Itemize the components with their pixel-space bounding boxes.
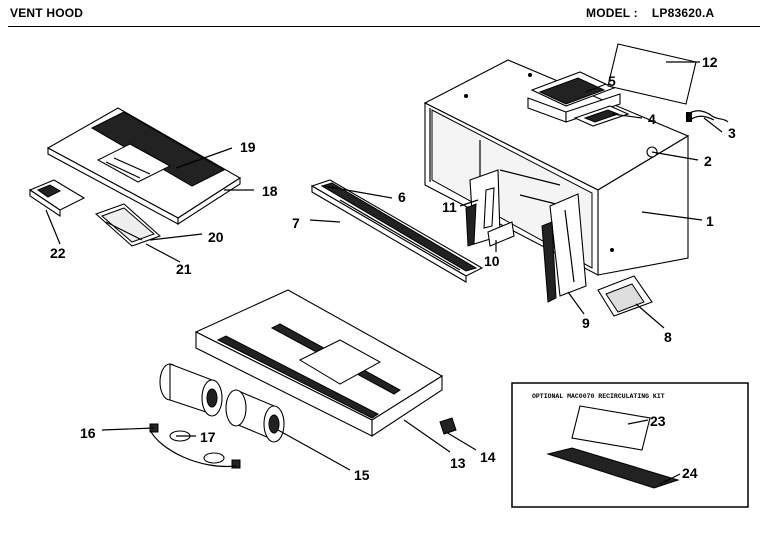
part-label-1: 1 bbox=[706, 213, 714, 229]
light-lens bbox=[94, 203, 162, 247]
mounting-bracket bbox=[465, 169, 501, 247]
lamp-sockets bbox=[149, 423, 241, 469]
part-label-18: 18 bbox=[262, 183, 278, 199]
part-label-19: 19 bbox=[240, 139, 256, 155]
bottom-pan bbox=[194, 289, 444, 438]
part-label-6: 6 bbox=[398, 189, 406, 205]
part-label-11: 11 bbox=[442, 199, 457, 215]
model-info: MODEL : LP83620.A bbox=[586, 6, 714, 20]
part-label-24: 24 bbox=[682, 465, 698, 481]
part-label-20: 20 bbox=[208, 229, 224, 245]
wire-connector bbox=[439, 417, 457, 435]
part-label-7: 7 bbox=[292, 215, 300, 231]
part-label-12: 12 bbox=[702, 54, 718, 70]
latch bbox=[487, 221, 515, 247]
part-label-16: 16 bbox=[80, 425, 96, 441]
part-label-9: 9 bbox=[582, 315, 590, 331]
part-label-3: 3 bbox=[728, 125, 736, 141]
part-label-23: 23 bbox=[650, 413, 666, 429]
header-rule bbox=[8, 26, 760, 27]
part-label-2: 2 bbox=[704, 153, 712, 169]
part-label-17: 17 bbox=[200, 429, 216, 445]
part-labels: 1 2 3 4 5 6 7 8 9 10 11 12 13 14 15 16 1… bbox=[50, 54, 736, 483]
top-cover bbox=[46, 107, 242, 226]
part-label-4: 4 bbox=[648, 111, 656, 127]
part-label-10: 10 bbox=[484, 253, 500, 269]
leader-lines bbox=[45, 61, 723, 485]
kit-title: OPTIONAL MAC0070 RECIRCULATING KIT bbox=[532, 393, 665, 400]
part-label-13: 13 bbox=[450, 455, 466, 471]
part-label-21: 21 bbox=[176, 261, 192, 277]
part-label-5: 5 bbox=[608, 73, 616, 89]
part-label-14: 14 bbox=[480, 449, 496, 465]
damper-plate bbox=[573, 105, 630, 127]
front-grille bbox=[310, 179, 484, 283]
part-label-15: 15 bbox=[354, 467, 370, 483]
duct-damper bbox=[527, 71, 621, 123]
power-cord bbox=[685, 110, 729, 123]
light-switch bbox=[28, 179, 86, 218]
model-number: LP83620.A bbox=[651, 6, 715, 20]
part-label-8: 8 bbox=[664, 329, 672, 345]
part-label-22: 22 bbox=[50, 245, 66, 261]
blower-motor bbox=[159, 363, 285, 443]
diagram-title: VENT HOOD bbox=[10, 6, 84, 20]
recirculating-kit-box: OPTIONAL MAC0070 RECIRCULATING KIT bbox=[511, 382, 749, 508]
model-label: MODEL : bbox=[586, 6, 638, 20]
side-channel bbox=[541, 193, 587, 303]
charcoal-filter-panel bbox=[607, 43, 697, 105]
